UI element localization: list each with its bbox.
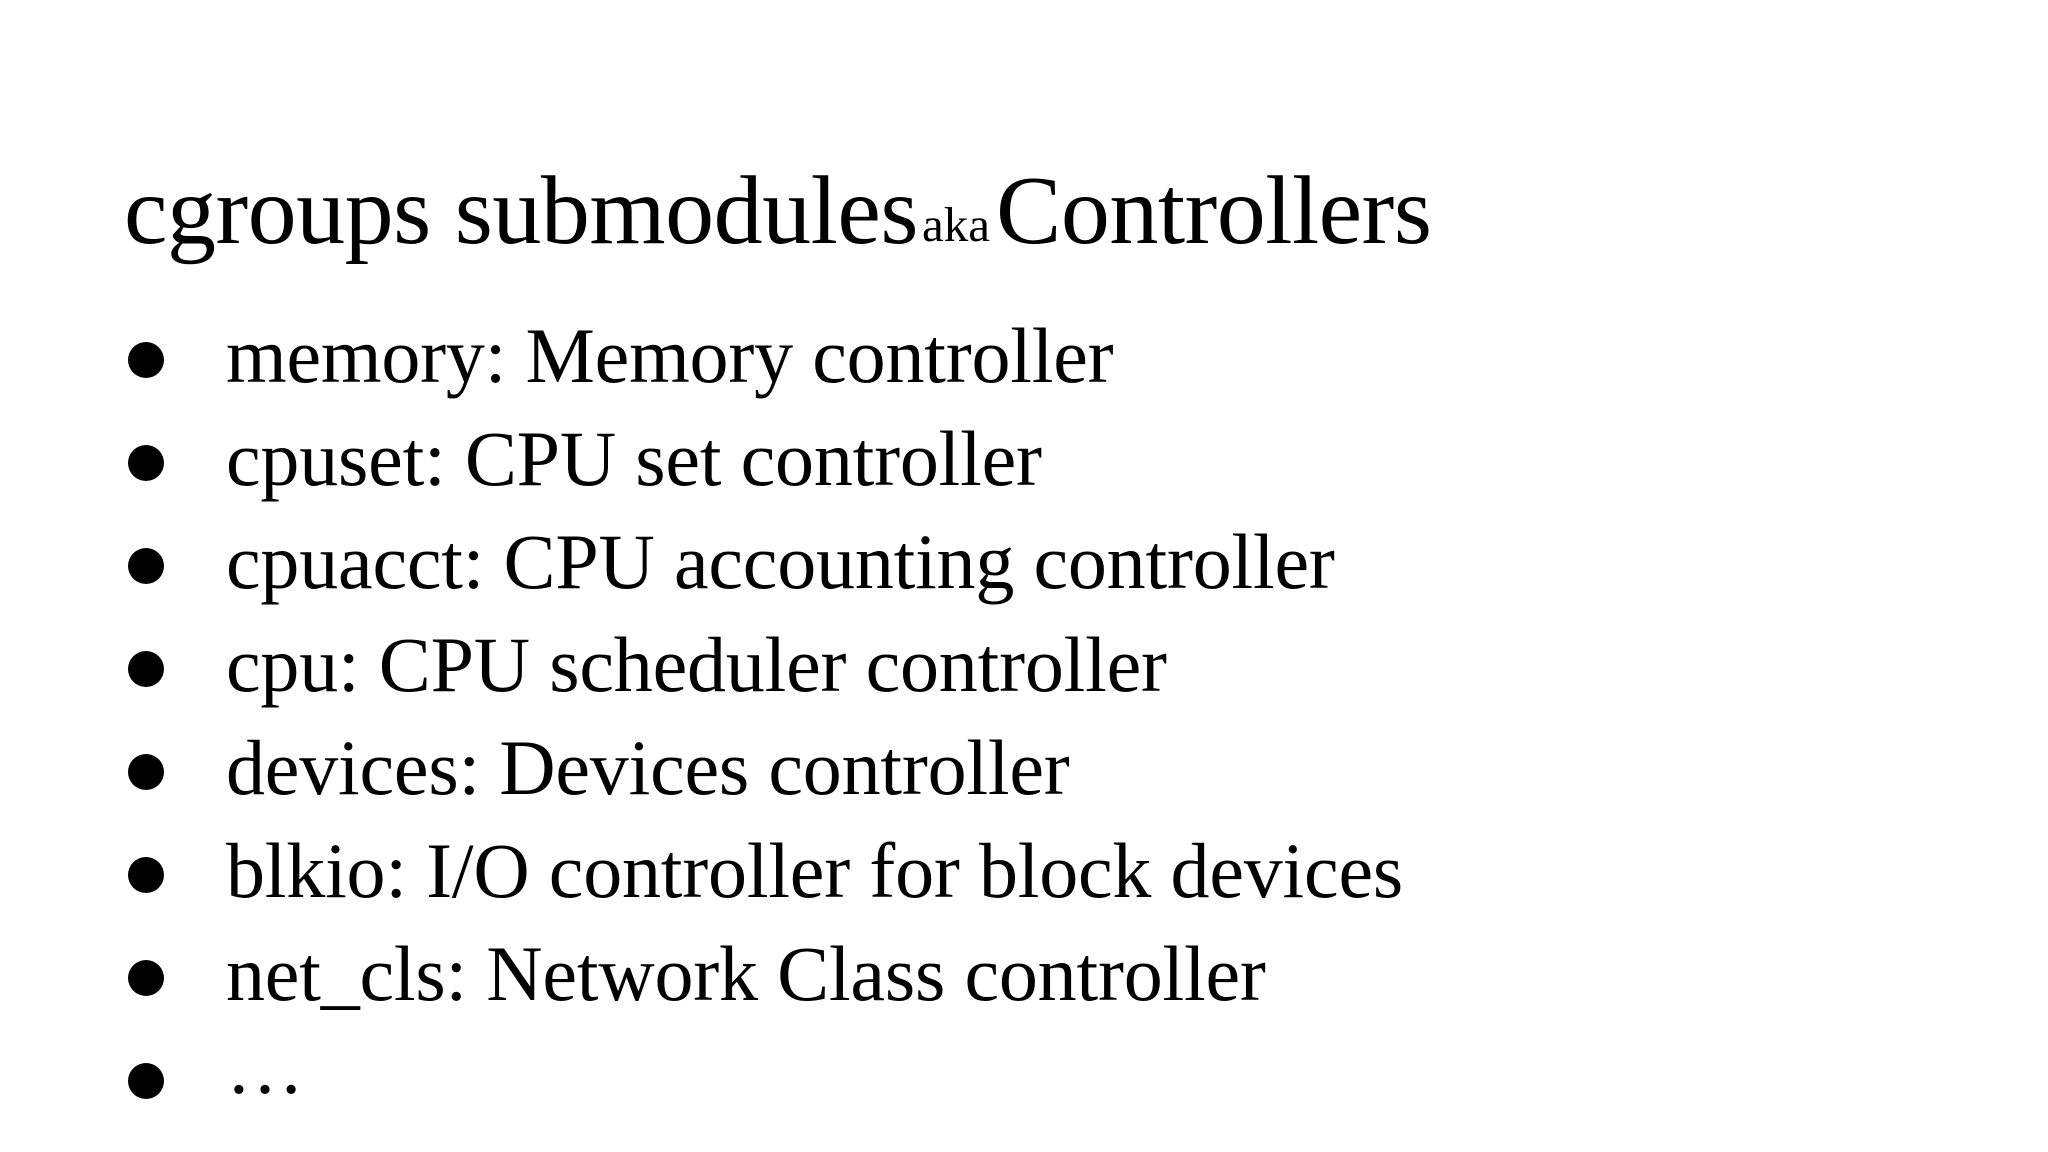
title-aka-text: aka (922, 196, 990, 252)
list-item-label: blkio: I/O controller for block devices (226, 826, 1404, 914)
controllers-list: memory: Memory controller cpuset: CPU se… (124, 308, 1974, 1132)
list-item-label: net_cls: Network Class controller (226, 929, 1266, 1017)
list-item: cpuset: CPU set controller (124, 411, 1974, 514)
bullet-dot-icon (128, 1062, 164, 1099)
list-item-label: cpu: CPU scheduler controller (226, 620, 1167, 708)
bullet-dot-icon (128, 444, 164, 481)
bullet-dot-icon (128, 650, 164, 687)
list-item: devices: Devices controller (124, 720, 1974, 823)
list-item: net_cls: Network Class controller (124, 926, 1974, 1029)
page-title: cgroups submodulesakaControllers (124, 162, 1944, 260)
bullet-dot-icon (128, 856, 164, 893)
title-tail-text: Controllers (996, 156, 1432, 265)
bullet-dot-icon (128, 547, 164, 584)
list-item: blkio: I/O controller for block devices (124, 823, 1974, 926)
bullet-dot-icon (128, 959, 164, 996)
list-item-label: … (226, 1022, 304, 1110)
bullet-dot-icon (128, 341, 164, 378)
list-item: cpu: CPU scheduler controller (124, 617, 1974, 720)
list-item: cpuacct: CPU accounting controller (124, 514, 1974, 617)
list-item: … (124, 1022, 1974, 1132)
list-item: memory: Memory controller (124, 308, 1974, 411)
list-item-label: memory: Memory controller (226, 311, 1114, 399)
bullet-dot-icon (128, 753, 164, 790)
title-main-text: cgroups submodules (124, 156, 919, 265)
list-item-label: cpuset: CPU set controller (226, 414, 1042, 502)
list-item-label: cpuacct: CPU accounting controller (226, 517, 1335, 605)
list-item-label: devices: Devices controller (226, 723, 1070, 811)
